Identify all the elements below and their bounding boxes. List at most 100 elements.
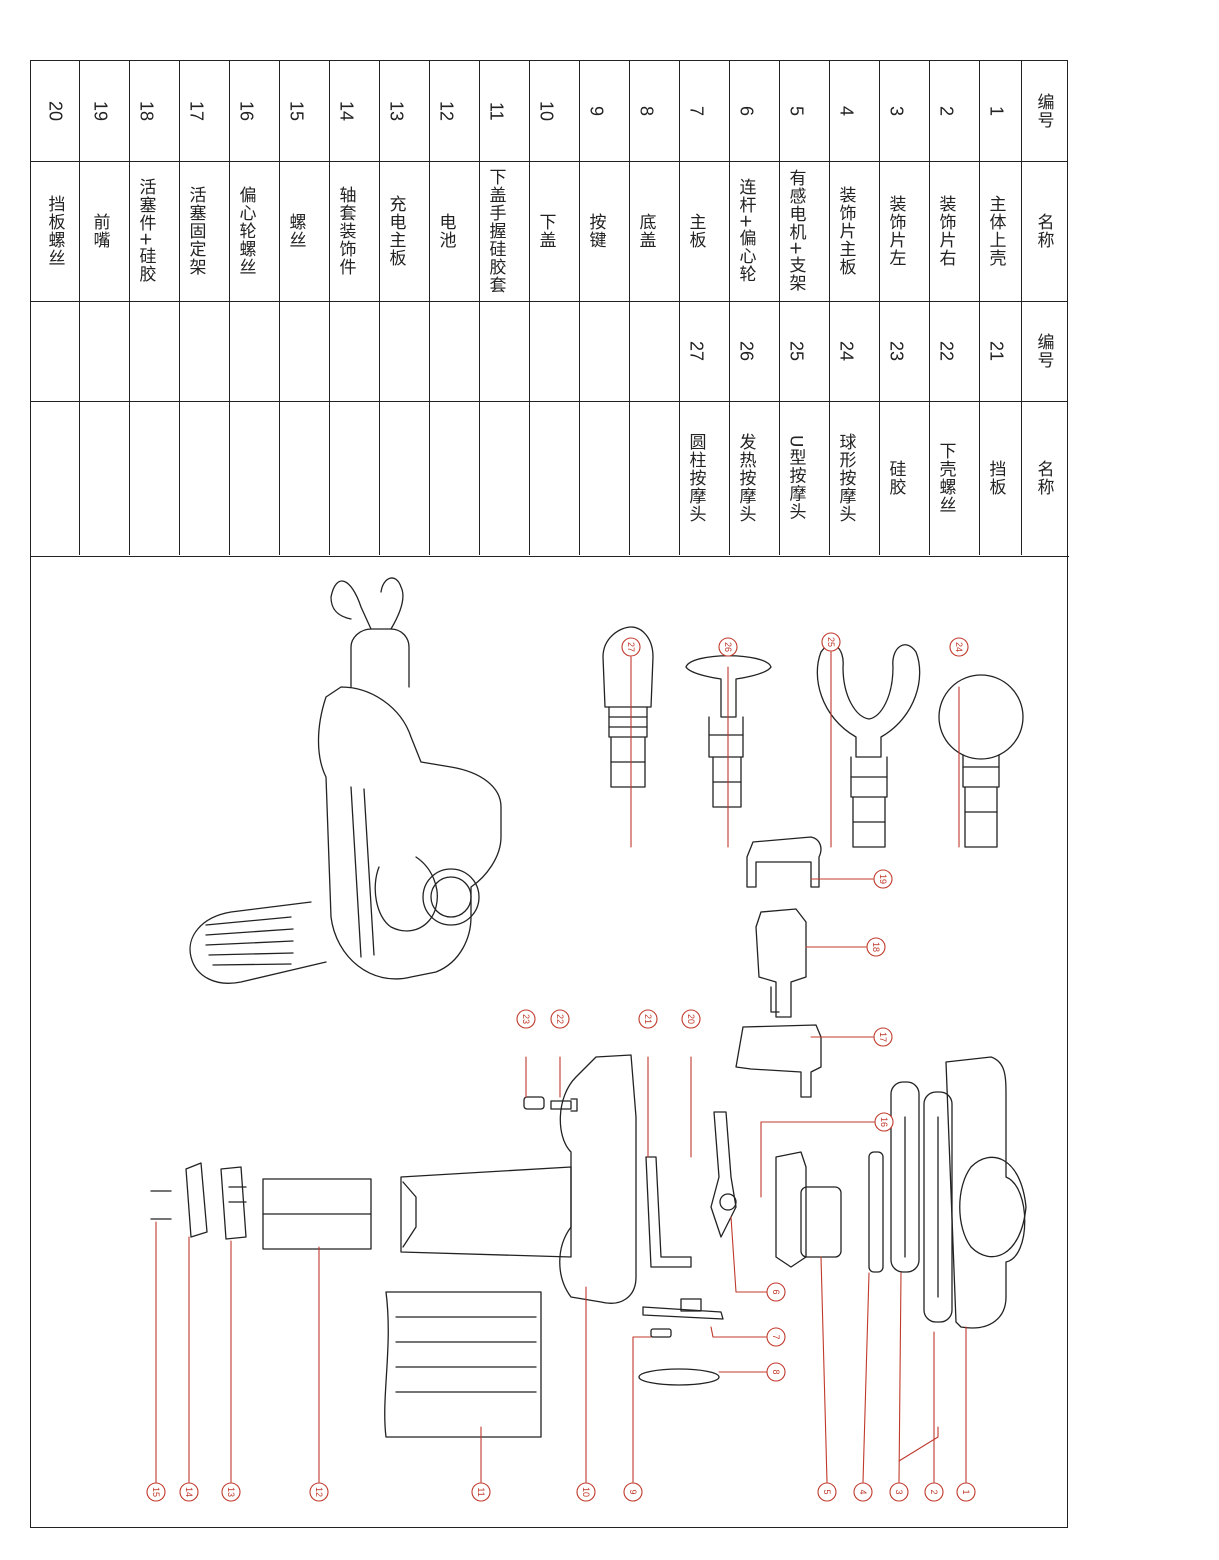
callout-label: 4 — [858, 1489, 868, 1494]
lower-shell — [400, 1054, 637, 1304]
callout-label: 9 — [628, 1489, 638, 1494]
callout-8: 8 — [766, 1362, 786, 1382]
bom-item-name: 下盖 — [535, 213, 556, 249]
bom-item-number-right: 25 — [786, 340, 807, 362]
callout-7: 7 — [766, 1327, 786, 1347]
bom-item-number-right: 26 — [736, 340, 757, 362]
bom-item-name: 有感电机+支架 — [785, 169, 806, 293]
bom-item-name-right: 挡板 — [985, 460, 1006, 496]
callout-13: 13 — [221, 1482, 241, 1502]
callout-label: 14 — [184, 1487, 194, 1497]
callout-11: 11 — [471, 1482, 491, 1502]
bom-item-name: 按键 — [585, 213, 606, 249]
bom-item-name: 充电主板 — [385, 195, 406, 267]
bom-item-name: 装饰片右 — [935, 195, 956, 267]
exploded-view-svg: 1234567891011121314151617181920212223242… — [146, 577, 1027, 1502]
piston-holder — [735, 1024, 822, 1098]
callout-18: 18 — [866, 937, 886, 957]
bom-item-name: 轴套装饰件 — [335, 186, 356, 276]
baffle-21 — [645, 1156, 692, 1268]
bom-item-number: 8 — [636, 105, 657, 116]
callout-19: 19 — [873, 869, 893, 889]
callout-label: 12 — [314, 1487, 324, 1497]
callout-label: 22 — [555, 1014, 565, 1024]
callout-label: 11 — [476, 1487, 486, 1496]
callout-label: 10 — [581, 1487, 591, 1497]
callout-25: 25 — [821, 632, 841, 652]
upper-shell — [945, 1056, 1027, 1329]
callout-label: 3 — [894, 1489, 904, 1494]
callout-27: 27 — [621, 637, 641, 657]
bom-item-number: 11 — [486, 101, 507, 121]
callout-15: 15 — [146, 1482, 166, 1502]
shaft-trim — [185, 1162, 208, 1238]
bom-item-name: 连杆+偏心轮 — [735, 178, 756, 284]
bom-item-name: 下盖手握硅胶套 — [485, 168, 506, 294]
decor-board — [868, 1151, 884, 1273]
callout-16: 16 — [874, 1112, 894, 1132]
assembled-gun — [189, 577, 502, 984]
head-ball — [938, 674, 1024, 848]
bom-item-number: 17 — [186, 100, 207, 122]
callout-label: 2 — [929, 1489, 939, 1494]
callout-label: 1 — [961, 1489, 971, 1494]
callout-label: 8 — [771, 1369, 781, 1374]
bom-item-number: 19 — [90, 100, 111, 122]
bom-item-name-right: 硅胶 — [885, 460, 906, 496]
bom-item-number: 1 — [986, 105, 1007, 116]
callout-2: 2 — [924, 1482, 944, 1502]
callout-17: 17 — [873, 1027, 893, 1047]
bom-item-name-right: U型按摩头 — [785, 435, 806, 521]
bom-item-name: 电池 — [435, 213, 456, 249]
front-nozzle — [746, 836, 822, 888]
callout-5: 5 — [817, 1482, 837, 1502]
bom-item-number-right: 27 — [686, 340, 707, 362]
callout-label: 19 — [878, 874, 888, 884]
bom-item-number: 20 — [45, 100, 66, 122]
bom-item-number: 15 — [286, 100, 307, 122]
charging-board — [220, 1166, 247, 1240]
bom-item-name: 螺丝 — [285, 213, 306, 249]
callout-6: 6 — [766, 1282, 786, 1302]
callout-label: 27 — [626, 642, 636, 652]
callout-label: 26 — [723, 642, 733, 652]
callout-22: 22 — [550, 1009, 570, 1029]
callout-label: 5 — [822, 1489, 832, 1494]
callout-label: 17 — [878, 1032, 888, 1042]
callout-label: 21 — [643, 1014, 653, 1024]
bom-item-number: 9 — [586, 105, 607, 116]
bom-header-name: 名称 — [1033, 213, 1054, 249]
decor-strip-left — [890, 1081, 920, 1273]
bom-item-number: 10 — [536, 100, 557, 122]
callout-10: 10 — [576, 1482, 596, 1502]
bom-item-number: 18 — [136, 100, 157, 122]
bom-item-number: 12 — [436, 100, 457, 122]
callout-label: 23 — [521, 1014, 531, 1024]
head-heated — [685, 655, 772, 808]
grip-sleeve — [384, 1291, 542, 1438]
callout-21: 21 — [638, 1009, 658, 1029]
bom-item-number: 14 — [336, 100, 357, 122]
callout-group: 1234567891011121314151617181920212223242… — [146, 632, 976, 1502]
piston — [755, 908, 807, 1018]
bom-item-number: 16 — [236, 100, 257, 122]
screws-23-22 — [523, 1096, 578, 1112]
callout-label: 6 — [771, 1289, 781, 1294]
main-board — [642, 1298, 724, 1320]
bom-item-number: 3 — [886, 105, 907, 116]
callout-20: 20 — [681, 1009, 701, 1029]
leader-lines — [155, 651, 967, 1483]
callout-3: 3 — [889, 1482, 909, 1502]
bom-item-number-right: 24 — [836, 340, 857, 362]
bom-item-number: 5 — [786, 105, 807, 116]
callout-9: 9 — [623, 1482, 643, 1502]
bom-item-name: 主板 — [685, 213, 706, 249]
head-cylinder — [602, 626, 654, 788]
callout-label: 13 — [226, 1487, 236, 1497]
callout-1: 1 — [956, 1482, 976, 1502]
bom-item-number: 13 — [386, 100, 407, 122]
bottom-cap — [638, 1368, 720, 1386]
